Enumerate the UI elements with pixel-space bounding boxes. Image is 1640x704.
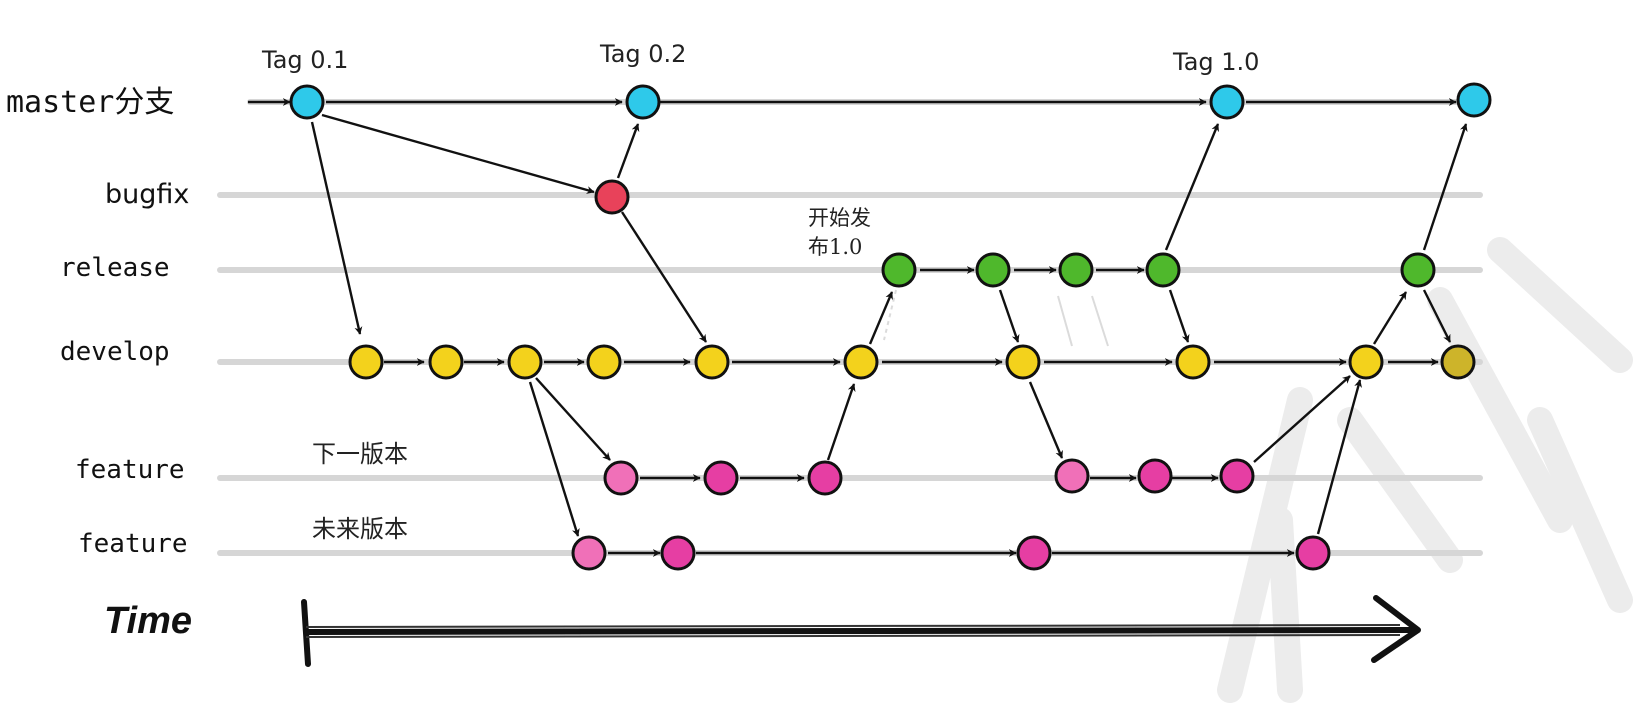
- commit-feature: [1219, 458, 1255, 494]
- edge: [1164, 123, 1220, 251]
- edge: [321, 113, 595, 194]
- edge: [1422, 123, 1468, 251]
- tag-label-0-1: Tag 0.1: [261, 46, 348, 74]
- tag-label-0-2: Tag 0.2: [599, 40, 686, 68]
- ghost-arrows: [883, 289, 1109, 347]
- commit-develop: [843, 344, 879, 380]
- edge: [1028, 381, 1064, 459]
- edge: [1316, 379, 1362, 535]
- commit-develop: [1005, 344, 1041, 380]
- edge: [528, 381, 580, 537]
- commit-feature: [603, 460, 639, 496]
- commit-release: [1058, 252, 1094, 288]
- commit-edges: [248, 98, 1468, 557]
- commit-master: [289, 84, 325, 120]
- watermark: [1217, 237, 1633, 703]
- commit-release: [1145, 252, 1181, 288]
- edge: [616, 123, 640, 179]
- note-release-start-line2: 布1.0: [808, 235, 862, 259]
- commit-develop: [694, 344, 730, 380]
- commit-feature: [660, 535, 696, 571]
- commit-develop: [1348, 344, 1384, 380]
- edge: [1168, 289, 1190, 343]
- commit-feature: [703, 460, 739, 496]
- commit-develop: [586, 344, 622, 380]
- commit-develop: [348, 344, 384, 380]
- commit-feature: [1054, 458, 1090, 494]
- edge: [1422, 289, 1452, 343]
- edge: [310, 121, 363, 335]
- edge: [998, 289, 1020, 343]
- commit-release: [1400, 252, 1436, 288]
- commit-feature: [807, 460, 843, 496]
- commit-develop: [1175, 344, 1211, 380]
- edge: [620, 211, 708, 343]
- edge: [826, 383, 856, 461]
- lane-label-master: master分支: [6, 85, 174, 120]
- commit-bugfix: [594, 179, 630, 215]
- commit-feature: [1137, 458, 1173, 494]
- time-label: Time: [104, 600, 192, 642]
- commit-feature: [1295, 535, 1331, 571]
- tag-label-1-0: Tag 1.0: [1172, 48, 1259, 76]
- edge: [1372, 291, 1408, 345]
- commit-develop: [428, 344, 464, 380]
- lane-label-feature-1: feature: [75, 455, 185, 485]
- note-release-start-line1: 开始发: [808, 206, 871, 230]
- commit-feature: [571, 535, 607, 571]
- lane-label-bugfix: bugfix: [105, 179, 189, 210]
- lane-label-release: release: [60, 253, 170, 283]
- commit-develop: [1440, 344, 1476, 380]
- commit-feature: [1016, 535, 1052, 571]
- commit-develop: [507, 344, 543, 380]
- commit-master: [1209, 84, 1245, 120]
- commit-master: [1456, 82, 1492, 118]
- time-axis: [301, 595, 1421, 667]
- lane-label-develop: develop: [60, 337, 170, 367]
- edge: [1253, 375, 1351, 463]
- commit-release: [881, 252, 917, 288]
- commits: [289, 82, 1492, 571]
- edge: [868, 291, 894, 345]
- edge: [535, 377, 611, 461]
- commit-master: [625, 84, 661, 120]
- note-future-version: 未来版本: [312, 515, 408, 543]
- lane-label-feature-2: feature: [78, 529, 188, 559]
- note-next-version: 下一版本: [312, 440, 408, 468]
- commit-release: [975, 252, 1011, 288]
